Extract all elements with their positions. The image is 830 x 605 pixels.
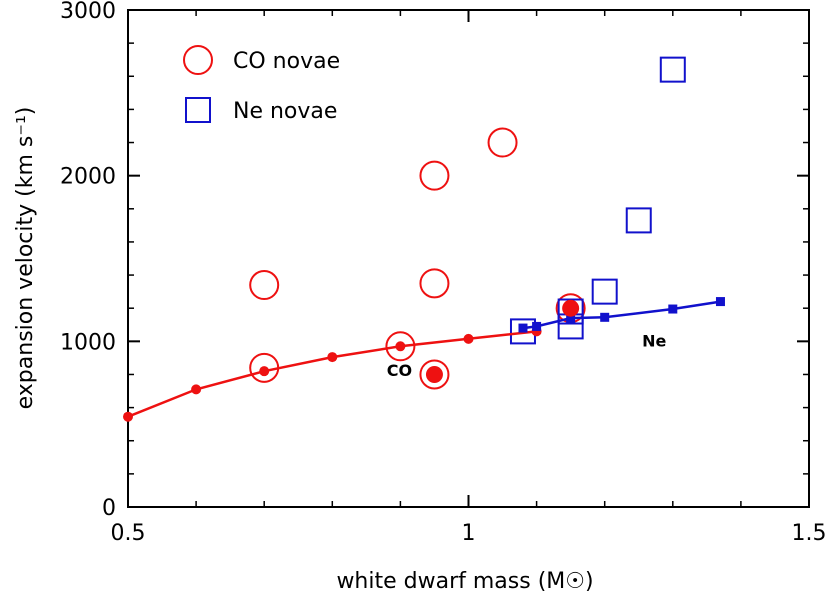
y-tick-label: 2000 (60, 165, 116, 190)
data-point (591, 278, 618, 305)
data-point (419, 359, 450, 390)
data-point (419, 268, 450, 299)
series-co-highlighted (425, 299, 580, 383)
data-point (419, 160, 450, 191)
legend-ne-marker (185, 97, 211, 123)
x-tick-label: 1.5 (792, 521, 827, 546)
x-tick-label: 1 (462, 521, 476, 546)
y-tick-label: 1000 (60, 330, 116, 355)
model-curve (522, 300, 721, 330)
model-point (566, 313, 576, 323)
series-co-novae (249, 127, 586, 390)
legend-ne-label: Ne novae (233, 99, 337, 124)
legend-co-label: CO novae (233, 49, 340, 74)
series-ne (518, 297, 725, 333)
series-layer: CO Ne (123, 56, 725, 422)
axis-ticks: 0.5 1 1.5 0 1000 2000 3000 (60, 0, 827, 546)
series-co (123, 326, 542, 422)
data-point (249, 270, 280, 301)
model-point (191, 384, 202, 395)
model-point (532, 321, 542, 331)
plot-frame (127, 9, 810, 508)
series-ne-novae (509, 56, 686, 345)
model-point (123, 411, 133, 422)
y-tick-label: 3000 (60, 0, 116, 24)
x-tick-label: 0.5 (111, 521, 146, 546)
model-point (600, 312, 610, 322)
y-axis-label: expansion velocity (km s⁻¹) (13, 107, 38, 410)
data-point (659, 56, 686, 83)
data-point (385, 331, 416, 362)
model-point (395, 341, 406, 352)
model-point (259, 366, 270, 377)
data-point (557, 298, 584, 325)
annotation-co: CO (387, 361, 412, 380)
legend: CO novae Ne novae (183, 45, 340, 124)
y-tick-label: 0 (102, 496, 116, 521)
model-curve (127, 330, 537, 418)
model-point (715, 297, 725, 307)
model-point (668, 304, 678, 314)
model-point (327, 352, 338, 363)
x-axis-label: white dwarf mass (M☉) (336, 569, 593, 594)
data-point (487, 127, 518, 158)
annotation-ne: Ne (642, 331, 666, 350)
model-point (463, 333, 474, 344)
legend-co-marker (183, 45, 213, 75)
highlight-point (562, 299, 580, 317)
model-point (518, 323, 528, 333)
highlight-point (425, 365, 443, 383)
data-point (625, 207, 652, 234)
